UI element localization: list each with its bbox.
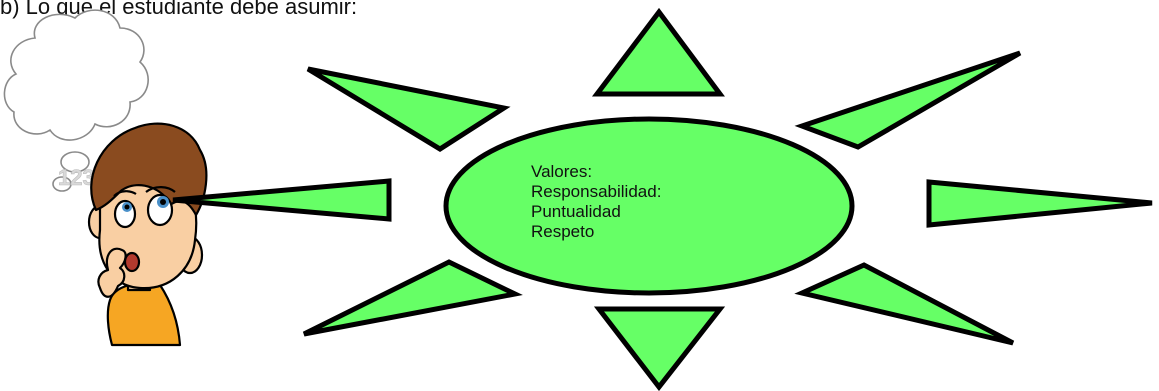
ray-bottom bbox=[593, 306, 726, 391]
thought-bubble bbox=[3, 9, 149, 192]
ray-right bbox=[926, 179, 1153, 228]
center-line-values: Valores: bbox=[531, 162, 593, 181]
center-line-respect: Respeto bbox=[531, 222, 595, 241]
center-text: Valores: Responsabilidad: Puntualidad Re… bbox=[531, 162, 661, 242]
ray-bottom-left bbox=[302, 259, 523, 337]
thinking-boy-illustration bbox=[87, 122, 208, 347]
ray-top bbox=[591, 7, 725, 97]
ray-top-left bbox=[306, 66, 511, 152]
center-line-responsibility: Responsabilidad: bbox=[531, 182, 662, 201]
ray-left bbox=[172, 178, 392, 222]
rays bbox=[172, 7, 1153, 391]
center-line-punctuality: Puntualidad bbox=[531, 202, 621, 221]
ray-top-right bbox=[794, 50, 1022, 150]
ray-bottom-right bbox=[794, 262, 1015, 346]
center-oval bbox=[443, 116, 855, 296]
